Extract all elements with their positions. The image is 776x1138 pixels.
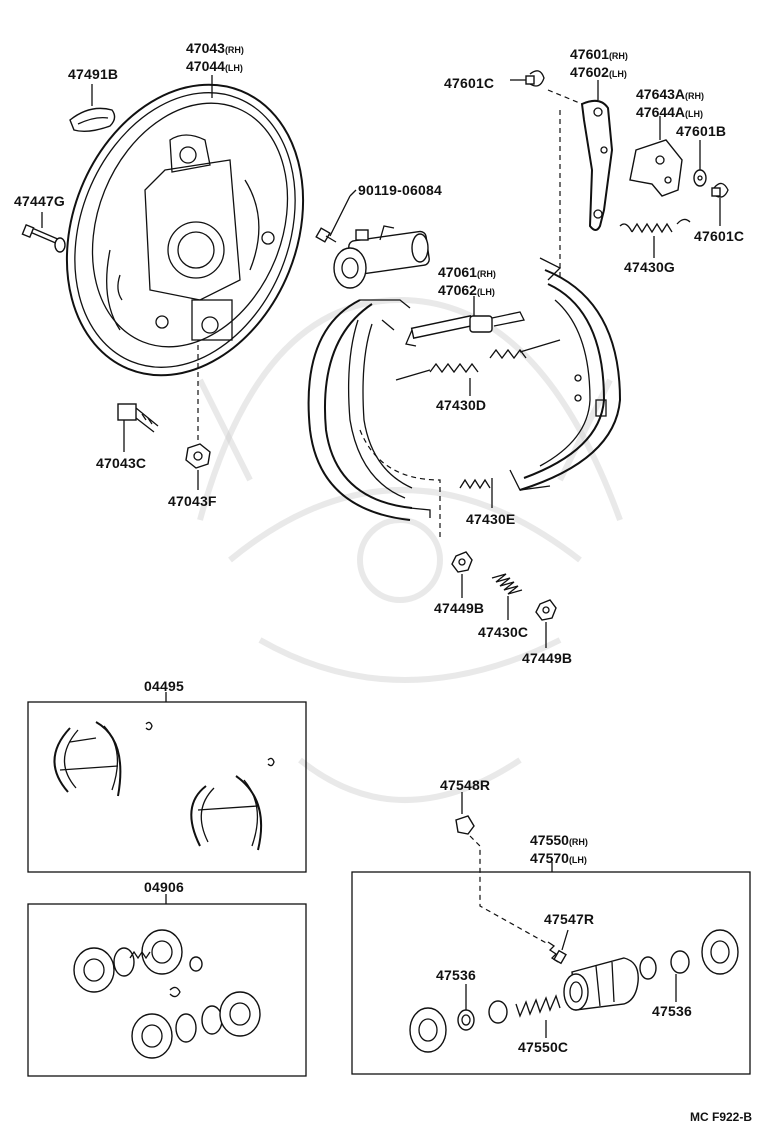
bolt-47043C bbox=[117, 403, 159, 433]
part-number-47601C-a: 47601C bbox=[444, 75, 495, 91]
cylinder-box-47550 bbox=[351, 871, 751, 1075]
part-number-47044: 47044 bbox=[186, 58, 225, 74]
wheel-cylinder-top bbox=[333, 225, 430, 289]
part-suffix-47643A: (RH) bbox=[685, 91, 705, 101]
kit-04906-parts bbox=[73, 929, 261, 1059]
kit-box-04495 bbox=[27, 701, 307, 873]
part-number-47043F: 47043F bbox=[168, 493, 217, 509]
part-number-47601: 47601 bbox=[570, 46, 609, 62]
kit-box-04906 bbox=[27, 903, 307, 1077]
part-number-47536-a: 47536 bbox=[436, 967, 476, 983]
part-number-47430D: 47430D bbox=[436, 397, 487, 413]
part-number-47430G: 47430G bbox=[624, 259, 676, 275]
clip-47601C-b bbox=[711, 182, 729, 198]
label-47550-47570: 47550(RH) 47570(LH) bbox=[530, 832, 588, 868]
cap-47548R bbox=[455, 815, 475, 835]
part-number-47602: 47602 bbox=[570, 64, 609, 80]
dash-47601C bbox=[547, 89, 583, 105]
part-number-47536-b: 47536 bbox=[652, 1003, 692, 1019]
cylinder-components bbox=[409, 929, 739, 1053]
part-number-47447G: 47447G bbox=[14, 193, 66, 209]
part-number-47547R: 47547R bbox=[544, 911, 595, 927]
leader-90119 bbox=[329, 195, 351, 237]
plug-47491B bbox=[69, 107, 116, 133]
watermark-emblem bbox=[197, 296, 623, 803]
label-47043-47044: 47043(RH) 47044(LH) bbox=[186, 40, 244, 76]
backing-plate bbox=[65, 83, 305, 377]
part-number-47061: 47061 bbox=[438, 264, 477, 280]
part-suffix-47602: (LH) bbox=[608, 69, 627, 79]
part-number-47430E: 47430E bbox=[466, 511, 516, 527]
part-number-47430C: 47430C bbox=[478, 624, 529, 640]
part-number-47043C: 47043C bbox=[96, 455, 147, 471]
part-number-47550: 47550 bbox=[530, 832, 569, 848]
spring-47430C bbox=[491, 573, 523, 595]
washer-47449B-a bbox=[451, 551, 473, 573]
part-suffix-47043: (RH) bbox=[224, 45, 244, 55]
part-suffix-47570: (LH) bbox=[568, 855, 587, 865]
plate-47643A bbox=[629, 139, 683, 197]
washer-47449B-b bbox=[535, 599, 557, 621]
part-number-47643A: 47643A bbox=[636, 86, 686, 102]
parking-lever-47601 bbox=[580, 99, 614, 231]
part-number-47550C: 47550C bbox=[518, 1039, 569, 1055]
part-suffix-47044: (LH) bbox=[224, 63, 243, 73]
clip-47601C-a bbox=[525, 70, 545, 87]
diagram-code: MC F922-B bbox=[690, 1110, 753, 1124]
label-47601-47602: 47601(RH) 47602(LH) bbox=[570, 46, 628, 82]
washer-47601B bbox=[693, 169, 707, 187]
part-number-47043: 47043 bbox=[186, 40, 225, 56]
label-47061-47062: 47061(RH) 47062(LH) bbox=[438, 264, 496, 300]
adjuster-47061 bbox=[405, 311, 525, 347]
part-number-47449B-b: 47449B bbox=[522, 650, 573, 666]
leader-90119b bbox=[349, 189, 357, 197]
kit-04495-shoes bbox=[53, 721, 275, 851]
nut-47043F bbox=[185, 443, 211, 469]
cylinder-body bbox=[563, 957, 639, 1011]
bleeder-47547R bbox=[547, 941, 567, 965]
part-number-47601B: 47601B bbox=[676, 123, 727, 139]
part-suffix-47644A: (LH) bbox=[685, 109, 704, 119]
part-number-47548R: 47548R bbox=[440, 777, 491, 793]
part-number-04495: 04495 bbox=[144, 678, 184, 694]
part-number-90119-06084: 90119-06084 bbox=[358, 182, 442, 198]
part-suffix-47601: (RH) bbox=[608, 51, 628, 61]
part-number-47570: 47570 bbox=[530, 850, 569, 866]
part-number-47601C-b: 47601C bbox=[694, 228, 745, 244]
part-number-47449B-a: 47449B bbox=[434, 600, 485, 616]
spring-47430D bbox=[395, 339, 561, 381]
part-suffix-47550: (RH) bbox=[568, 837, 588, 847]
part-suffix-47062: (LH) bbox=[476, 287, 495, 297]
part-number-47062: 47062 bbox=[438, 282, 477, 298]
spring-47430G bbox=[619, 218, 691, 234]
part-number-47644A: 47644A bbox=[636, 104, 686, 120]
bolt-47447G bbox=[21, 223, 66, 253]
bolt-90119 bbox=[315, 227, 337, 243]
spring-47430E bbox=[359, 429, 491, 540]
part-suffix-47061: (RH) bbox=[476, 269, 496, 279]
brake-shoe-left bbox=[307, 299, 431, 521]
part-number-04906: 04906 bbox=[144, 879, 184, 895]
brake-shoe-right bbox=[509, 257, 622, 491]
part-number-47491B: 47491B bbox=[68, 66, 119, 82]
label-47643A-47644A: 47643A(RH) 47644A(LH) bbox=[636, 86, 704, 122]
leader-47547R bbox=[561, 929, 569, 951]
